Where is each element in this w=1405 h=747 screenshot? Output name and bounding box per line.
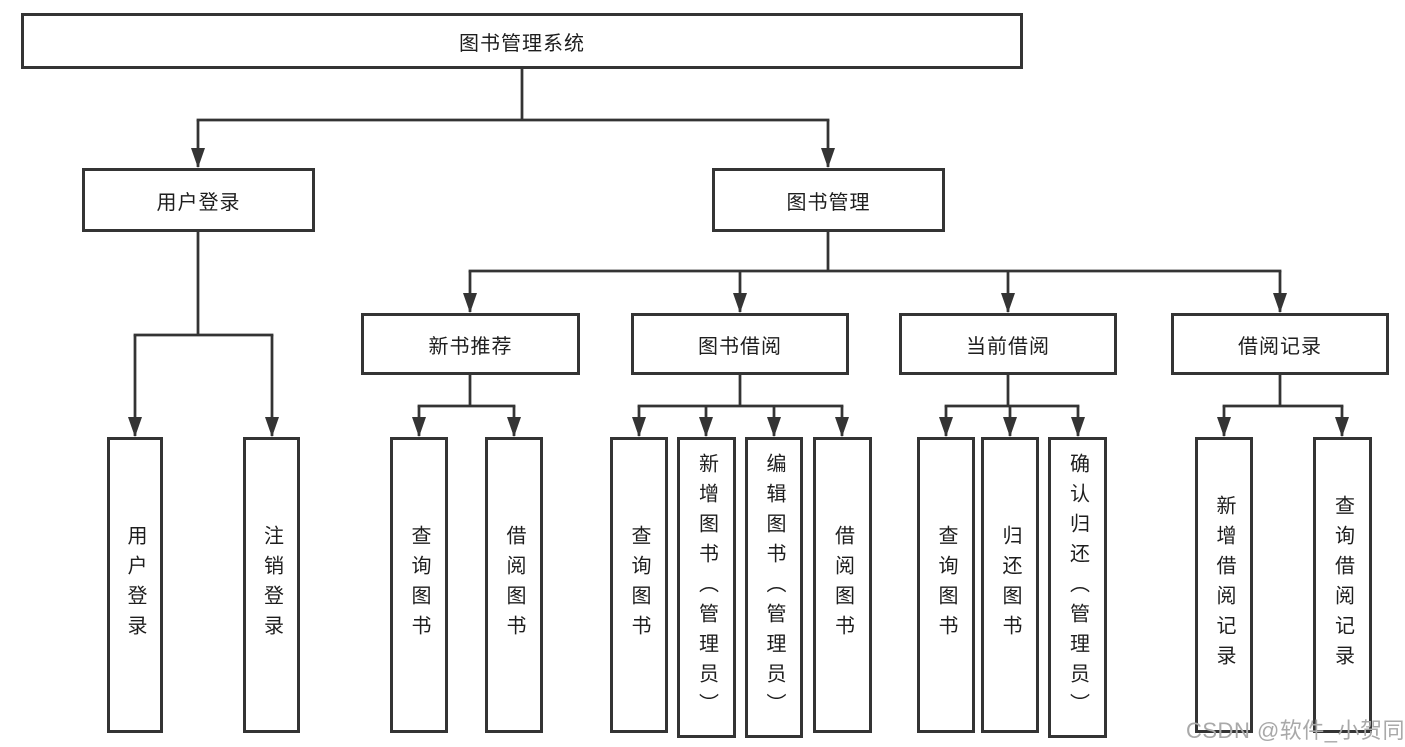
node-label: 用户登录: [156, 191, 241, 214]
node-label: 借阅图书: [831, 525, 854, 645]
node-library-management-system: 图书管理系统: [21, 13, 1023, 69]
node-leaf-add-book-admin: 新增图书（管理员）: [677, 437, 736, 738]
node-user-login: 用户登录: [82, 168, 315, 232]
node-label: 图书管理: [786, 191, 871, 214]
node-label: 注销登录: [260, 525, 283, 645]
node-leaf-user-login: 用户登录: [107, 437, 163, 733]
node-book-borrowing: 图书借阅: [631, 313, 849, 375]
node-label: 查询图书: [935, 525, 957, 645]
node-new-book-recommend: 新书推荐: [361, 313, 580, 375]
node-label: 借阅图书: [503, 525, 525, 645]
csdn-watermark: CSDN @软件_小贺同学: [1186, 718, 1405, 743]
node-leaf-borrow-books-1: 借阅图书: [485, 437, 543, 733]
node-leaf-logout: 注销登录: [243, 437, 300, 733]
node-book-management: 图书管理: [712, 168, 945, 232]
node-leaf-borrow-books-2: 借阅图书: [813, 437, 872, 733]
node-leaf-edit-book-admin: 编辑图书（管理员）: [745, 437, 803, 738]
node-label: 确认归还（管理员）: [1066, 452, 1089, 723]
node-leaf-add-borrow-record: 新增借阅记录: [1195, 437, 1253, 733]
node-leaf-query-books-2: 查询图书: [610, 437, 668, 733]
node-label: 新增借阅记录: [1213, 495, 1235, 675]
node-label: 图书借阅: [698, 335, 782, 358]
node-label: 查询借阅记录: [1331, 495, 1354, 675]
node-label: 用户登录: [124, 525, 146, 645]
node-label: 查询图书: [628, 525, 650, 645]
node-label: 借阅记录: [1238, 335, 1322, 358]
node-current-borrowing: 当前借阅: [899, 313, 1117, 375]
node-leaf-query-borrow-record: 查询借阅记录: [1313, 437, 1372, 733]
node-borrowing-records: 借阅记录: [1171, 313, 1389, 375]
connector-stems: [196, 69, 1282, 406]
node-label: 编辑图书（管理员）: [763, 452, 785, 723]
connector-buses: [133, 118, 1344, 408]
node-label: 当前借阅: [966, 335, 1050, 358]
node-label: 图书管理系统: [459, 32, 585, 55]
node-leaf-query-books-3: 查询图书: [917, 437, 975, 733]
node-label: 新书推荐: [428, 335, 513, 358]
node-leaf-return-book: 归还图书: [981, 437, 1039, 733]
node-leaf-confirm-return-admin: 确认归还（管理员）: [1048, 437, 1107, 738]
node-label: 新增图书（管理员）: [695, 452, 718, 723]
node-leaf-query-books-1: 查询图书: [390, 437, 448, 733]
node-label: 查询图书: [408, 525, 430, 645]
node-label: 归还图书: [999, 525, 1021, 645]
connector-arrows: [128, 120, 1349, 437]
